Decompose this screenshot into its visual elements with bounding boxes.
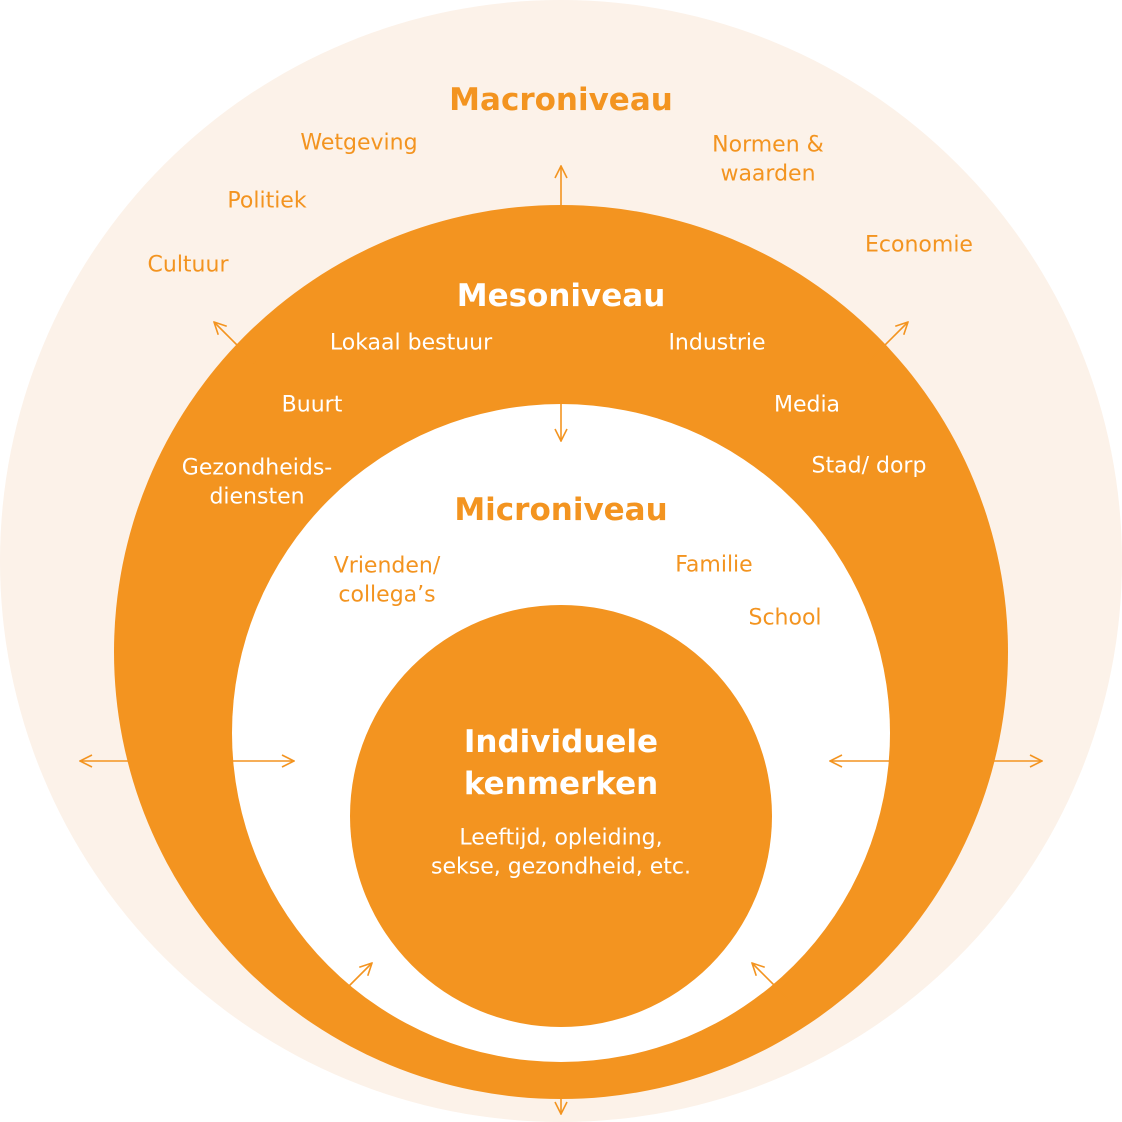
macro-level-title: Macroniveau: [449, 81, 673, 118]
meso-item-industrie: Industrie: [668, 330, 766, 356]
individual-subtitle: Leeftijd, opleiding, sekse, gezondheid, …: [431, 825, 691, 879]
micro-item-school: School: [748, 605, 822, 631]
macro-item-cultuur: Cultuur: [147, 252, 229, 278]
arrow-upper-left: [214, 322, 258, 366]
macro-item-economie: Economie: [865, 232, 973, 258]
meso-level-title: Mesoniveau: [456, 277, 666, 314]
macro-item-normen-waarden: Normen & waarden: [712, 132, 824, 186]
meso-item-stad-dorp: Stad/ dorp: [811, 453, 927, 479]
macro-item-politiek: Politiek: [227, 188, 307, 214]
micro-item-vrienden-collegas: Vrienden/ collega’s: [333, 553, 441, 607]
arrow-lower-left: [328, 963, 372, 1007]
arrow-upper-right: [864, 322, 908, 366]
micro-level-title: Microniveau: [454, 491, 668, 528]
arrow-lower-right: [752, 963, 796, 1007]
micro-item-familie: Familie: [675, 552, 753, 578]
individual-title: Individuele kenmerken: [463, 724, 659, 802]
individual-core-circle: [350, 605, 772, 1027]
meso-item-media: Media: [773, 392, 841, 418]
meso-item-gezondheidsdiensten: Gezondheids- diensten: [181, 455, 333, 509]
meso-item-buurt: Buurt: [281, 392, 343, 418]
macro-item-wetgeving: Wetgeving: [300, 130, 418, 156]
meso-item-lokaal-bestuur: Lokaal bestuur: [329, 330, 493, 356]
